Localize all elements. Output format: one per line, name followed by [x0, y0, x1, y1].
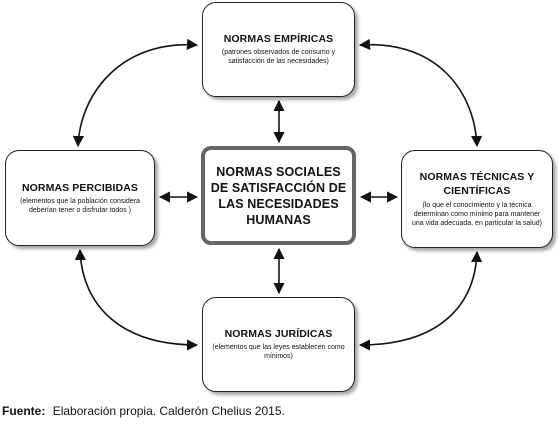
box-title: NORMAS PERCIBIDAS	[21, 181, 139, 194]
box-description: (elementos que la población considera de…	[20, 197, 140, 214]
box-title: NORMAS EMPÍRICAS	[223, 33, 334, 45]
box-normas-sociales: NORMAS SOCIALES DE SATISFACCIÓN DE LAS N…	[201, 146, 356, 245]
box-normas-empiricas: NORMAS EMPÍRICAS (patrones observados de…	[202, 2, 355, 97]
caption-text: Elaboración propia. Calderón Chelius 201…	[52, 404, 285, 418]
arrow-right-bottom	[358, 250, 483, 351]
box-normas-percibidas: NORMAS PERCIBIDAS (elementos que la pobl…	[5, 150, 155, 246]
box-description: (patrones observados de consumo y satisf…	[221, 49, 336, 65]
arrow-top-left	[72, 38, 199, 148]
box-description: (elementos que las leyes establecen como…	[212, 344, 345, 360]
box-title: NORMAS SOCIALES DE SATISFACCIÓN DE LAS N…	[210, 164, 347, 227]
caption-label: Fuente:	[2, 404, 46, 418]
box-normas-juridicas: NORMAS JURÍDICAS (elementos que las leye…	[202, 297, 355, 392]
box-title: NORMAS TÉCNICAS Y CIENTÍFICAS	[419, 171, 535, 197]
box-normas-tecnicas: NORMAS TÉCNICAS Y CIENTÍFICAS (lo que el…	[401, 150, 553, 248]
arrow-top-right	[358, 38, 483, 148]
arrow-left-bottom	[74, 248, 199, 351]
box-title: NORMAS JURÍDICAS	[224, 328, 333, 340]
source-caption: Fuente: Elaboración propia. Calderón Che…	[2, 404, 285, 418]
box-description: (lo que el conocimiento y la técnica det…	[412, 202, 542, 227]
